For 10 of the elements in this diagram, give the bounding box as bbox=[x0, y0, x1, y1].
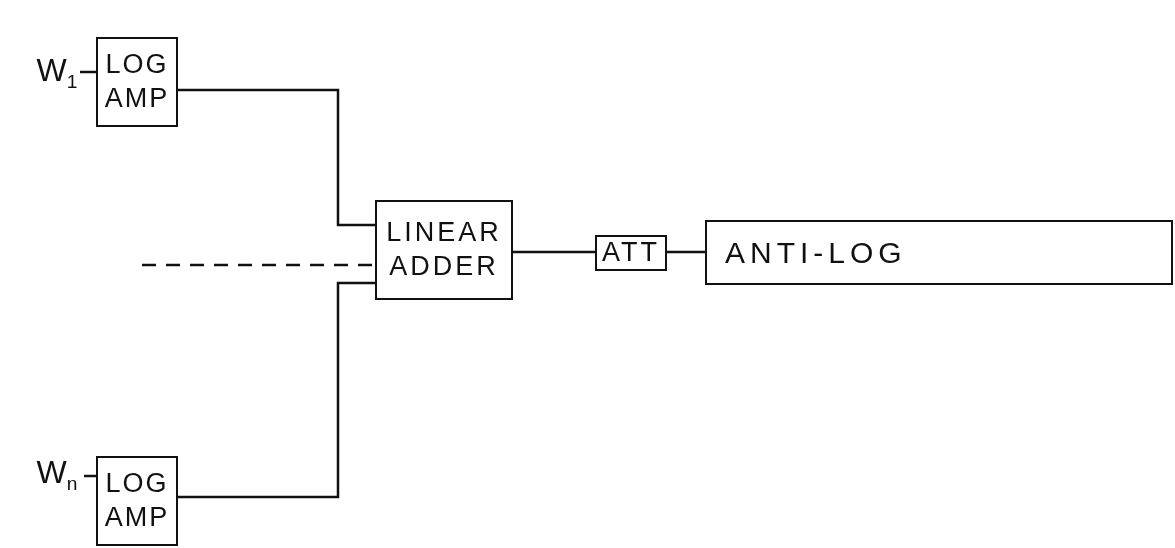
block-box: ATT bbox=[595, 235, 667, 271]
connector-line bbox=[513, 250, 595, 254]
block-box: LINEAR ADDER bbox=[375, 200, 513, 300]
dashed-line bbox=[142, 263, 375, 267]
connector-line bbox=[178, 88, 375, 227]
connector-line bbox=[667, 250, 705, 254]
block-box: LOG AMP bbox=[96, 37, 178, 127]
connector-line bbox=[178, 281, 375, 499]
block-box: LOG AMP bbox=[96, 456, 178, 546]
block-box: ANTI-LOG bbox=[705, 220, 1173, 285]
